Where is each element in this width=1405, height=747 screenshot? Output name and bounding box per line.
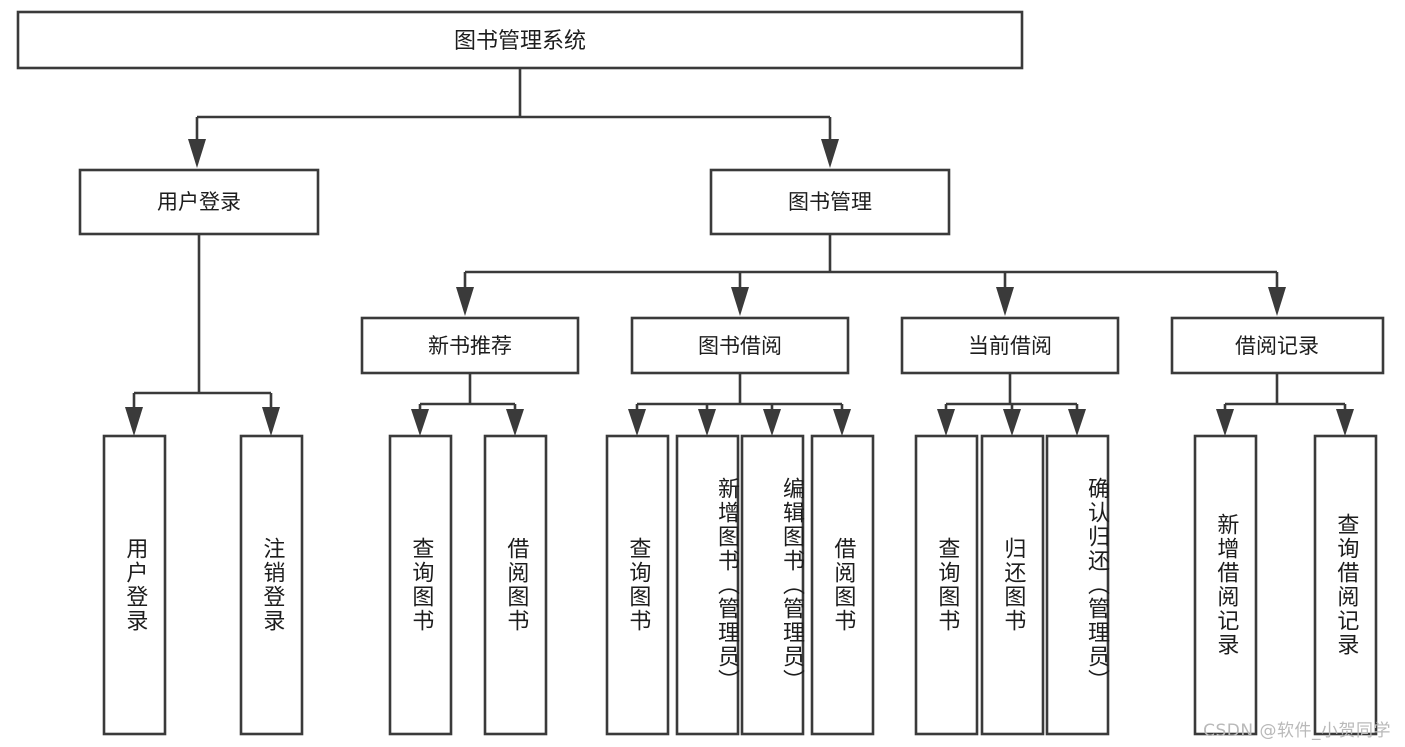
arrow-head-leaf-user-login-1 [125, 407, 143, 436]
arrow-head-leaf-current-borrow-2 [1003, 409, 1021, 436]
watermark-label: CSDN @软件_小贺同学 [1203, 721, 1391, 741]
node-book-manage-box[interactable] [709, 168, 951, 236]
leaf-box-book-borrow-4[interactable] [810, 434, 875, 736]
leaf-box-user-login-2[interactable] [239, 434, 304, 736]
leaf-box-current-borrow-2[interactable] [980, 434, 1045, 736]
node-book-manage-label: 图书管理 [788, 190, 872, 214]
arrow-head-leaf-current-borrow-3 [1068, 409, 1086, 436]
node-current-borrow-label: 当前借阅 [968, 334, 1052, 358]
leaf-box-book-borrow-2[interactable] [675, 434, 740, 736]
arrow-head-to-new-book [456, 287, 474, 316]
node-new-book-recommend-box[interactable] [360, 316, 580, 375]
arrow-head-leaf-borrow-record-2 [1336, 409, 1354, 436]
node-root-label: 图书管理系统 [454, 29, 586, 54]
node-current-borrow-box[interactable] [900, 316, 1120, 375]
leaf-box-current-borrow-1[interactable] [914, 434, 979, 736]
node-book-borrow-label: 图书借阅 [698, 334, 782, 358]
arrow-head-leaf-book-borrow-2 [698, 409, 716, 436]
arrow-head-leaf-borrow-record-1 [1216, 409, 1234, 436]
arrow-head-leaf-user-login-2 [262, 407, 280, 436]
leaf-box-book-borrow-1[interactable] [605, 434, 670, 736]
arrow-head-to-book-borrow [731, 287, 749, 316]
node-root-box[interactable] [16, 10, 1024, 70]
node-new-book-recommend[interactable]: 新书推荐 [360, 316, 580, 375]
node-user-login[interactable]: 用户登录 [78, 168, 320, 236]
arrow-head-leaf-book-borrow-3 [763, 409, 781, 436]
leaf-box-current-borrow-3[interactable] [1045, 434, 1110, 736]
node-current-borrow[interactable]: 当前借阅 [900, 316, 1120, 375]
leaf-box-book-borrow-3[interactable] [740, 434, 805, 736]
node-new-book-recommend-label: 新书推荐 [428, 334, 512, 358]
arrow-head-to-user-login [188, 139, 206, 168]
arrow-head-leaf-new-book-2 [506, 409, 524, 436]
node-user-login-label: 用户登录 [157, 190, 241, 214]
arrow-head-leaf-book-borrow-4 [833, 409, 851, 436]
node-borrow-record-box[interactable] [1170, 316, 1385, 375]
leaf-box-new-book-2[interactable] [483, 434, 548, 736]
node-book-borrow[interactable]: 图书借阅 [630, 316, 850, 375]
node-borrow-record[interactable]: 借阅记录 [1170, 316, 1385, 375]
arrow-head-to-current-borrow [996, 287, 1014, 316]
node-root[interactable]: 图书管理系统 [16, 10, 1024, 70]
arrow-head-leaf-new-book-1 [411, 409, 429, 436]
arrow-head-leaf-current-borrow-1 [937, 409, 955, 436]
leaf-box-borrow-record-2[interactable] [1313, 434, 1378, 736]
node-borrow-record-label: 借阅记录 [1235, 334, 1319, 358]
arrow-head-leaf-book-borrow-1 [628, 409, 646, 436]
leaf-box-borrow-record-1[interactable] [1193, 434, 1258, 736]
node-book-borrow-box[interactable] [630, 316, 850, 375]
arrow-head-to-book-manage [821, 139, 839, 168]
leaf-box-user-login-1[interactable] [102, 434, 167, 736]
arrow-head-to-borrow-record [1268, 287, 1286, 316]
node-book-manage[interactable]: 图书管理 [709, 168, 951, 236]
leaf-box-new-book-1[interactable] [388, 434, 453, 736]
